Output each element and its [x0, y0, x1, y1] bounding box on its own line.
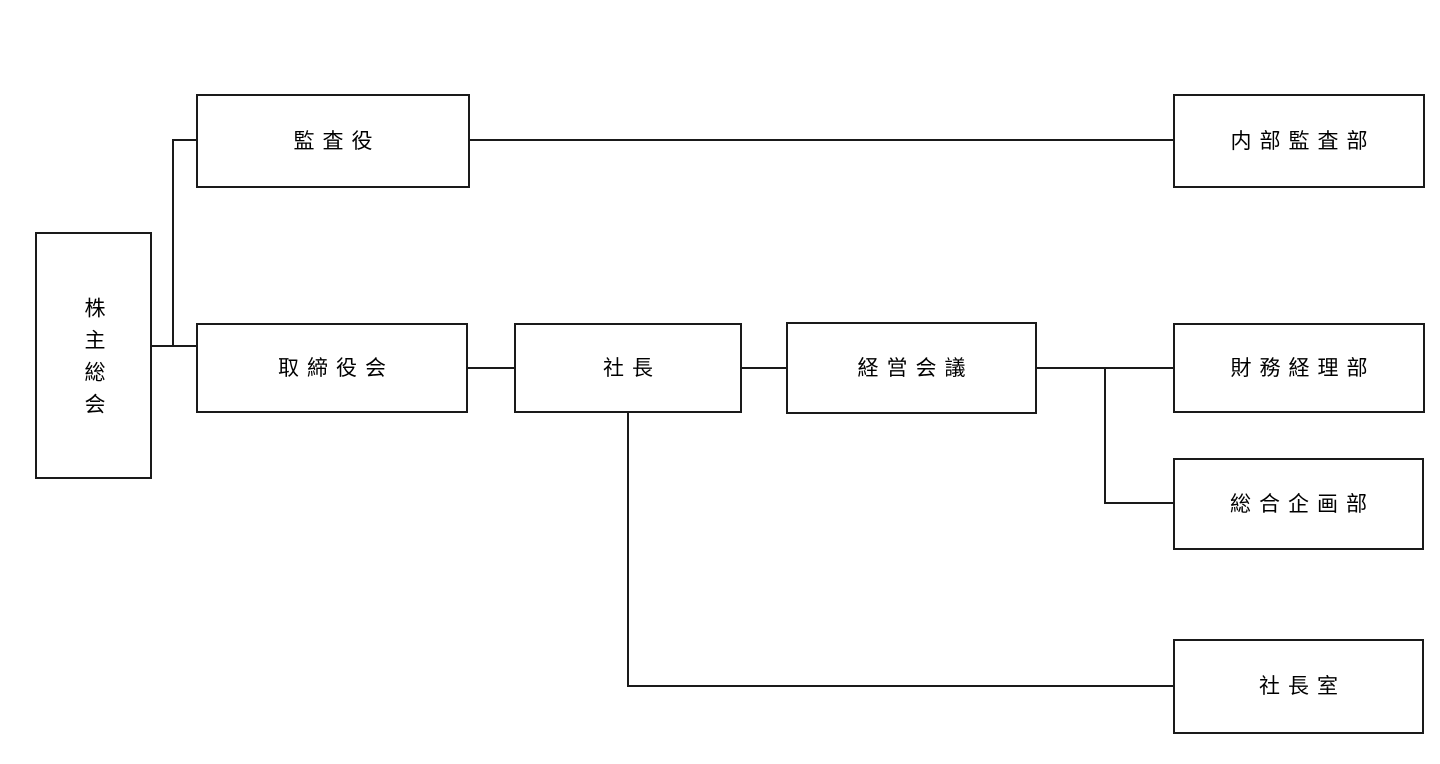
- node-board-of-directors: 取締役会: [196, 323, 468, 413]
- edge-president-to-office: [627, 412, 1173, 687]
- node-management-meeting-label: 経営会議: [857, 356, 974, 380]
- node-shareholders-meeting-label: 株主総会: [82, 297, 105, 425]
- node-finance-accounting-dept-label: 財務経理部: [1230, 356, 1376, 380]
- edge-shareholders-to-auditor: [172, 139, 196, 346]
- edge-management-to-planning: [1104, 368, 1173, 504]
- node-president: 社長: [514, 323, 742, 413]
- node-presidents-office: 社長室: [1173, 639, 1424, 734]
- node-corporate-planning-dept: 総合企画部: [1173, 458, 1424, 550]
- node-auditor: 監査役: [196, 94, 470, 188]
- node-president-label: 社長: [603, 356, 661, 380]
- node-management-meeting: 経営会議: [786, 322, 1037, 414]
- node-corporate-planning-dept-label: 総合企画部: [1230, 492, 1375, 516]
- node-board-of-directors-label: 取締役会: [278, 356, 394, 380]
- node-presidents-office-label: 社長室: [1259, 675, 1346, 698]
- node-auditor-label: 監査役: [293, 129, 381, 153]
- node-shareholders-meeting: 株主総会: [35, 232, 152, 479]
- node-finance-accounting-dept: 財務経理部: [1173, 323, 1425, 413]
- node-internal-audit-dept: 内部監査部: [1173, 94, 1425, 188]
- node-internal-audit-dept-label: 内部監査部: [1230, 129, 1376, 153]
